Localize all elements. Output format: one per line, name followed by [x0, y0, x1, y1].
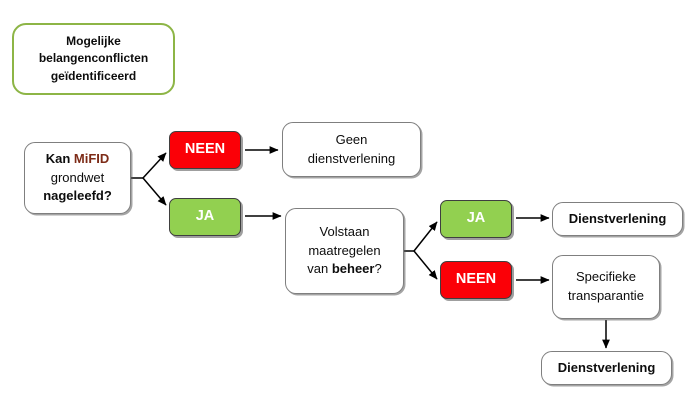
- decision1-kan: Kan: [45, 150, 74, 166]
- node-geen-dienstverlening[interactable]: Geen dienstverlening: [282, 122, 421, 177]
- decision2-line-1: Volstaan: [319, 223, 370, 239]
- node-decision-mifid-grondwet[interactable]: Kan MiFID grondwet nageleefd?: [24, 142, 131, 214]
- node-specifieke-transparantie[interactable]: Specifieke transparantie: [552, 255, 660, 319]
- node-decision-maatregelen-beheer[interactable]: Volstaan maatregelen van beheer?: [285, 208, 404, 294]
- specifieke-transparantie-line-2: transparantie: [568, 288, 644, 303]
- specifieke-transparantie-line-1: Specifieke: [576, 269, 636, 285]
- decision1-mifid: MiFID: [73, 150, 110, 166]
- node-start-belangenconflicten[interactable]: Mogelijke belangenconflicten geïdentific…: [12, 23, 175, 95]
- chip-decision2-neen-label: NEEN: [455, 271, 497, 288]
- decision2-beheer: beheer: [331, 261, 375, 277]
- chip-decision2-neen[interactable]: NEEN: [440, 261, 512, 299]
- decision2-line-3: van beheer?: [307, 260, 381, 279]
- connector-decision2-branch: [404, 221, 438, 280]
- geen-dienstverlening-line-2: dienstverlening: [307, 150, 396, 166]
- decision2-qmark: ?: [374, 261, 382, 277]
- connector-decision1-branch: [131, 152, 167, 206]
- chip-decision2-ja-label: JA: [466, 210, 486, 227]
- start-line-2: belangenconflicten: [38, 51, 149, 66]
- chip-decision1-neen[interactable]: NEEN: [169, 131, 241, 169]
- start-line-1: Mogelijke: [66, 33, 121, 48]
- node-dienstverlening-bottom[interactable]: Dienstverlening: [541, 351, 672, 385]
- decision1-line-3: nageleefd?: [43, 188, 112, 204]
- dienstverlening-top-label: Dienstverlening: [568, 210, 667, 226]
- decision2-van: van: [307, 261, 332, 277]
- node-dienstverlening-top[interactable]: Dienstverlening: [552, 202, 683, 236]
- dienstverlening-bottom-label: Dienstverlening: [557, 359, 656, 375]
- decision1-line-1: Kan MiFID: [43, 150, 112, 169]
- chip-decision1-neen-label: NEEN: [184, 141, 226, 158]
- decision2-line-2: maatregelen: [308, 242, 381, 258]
- decision1-line-2: grondwet: [50, 169, 105, 185]
- chip-decision2-ja[interactable]: JA: [440, 200, 512, 238]
- start-line-3: geïdentificeerd: [50, 68, 137, 83]
- geen-dienstverlening-line-1: Geen: [335, 131, 368, 147]
- chip-decision1-ja-label: JA: [195, 208, 215, 225]
- chip-decision1-ja[interactable]: JA: [169, 198, 241, 236]
